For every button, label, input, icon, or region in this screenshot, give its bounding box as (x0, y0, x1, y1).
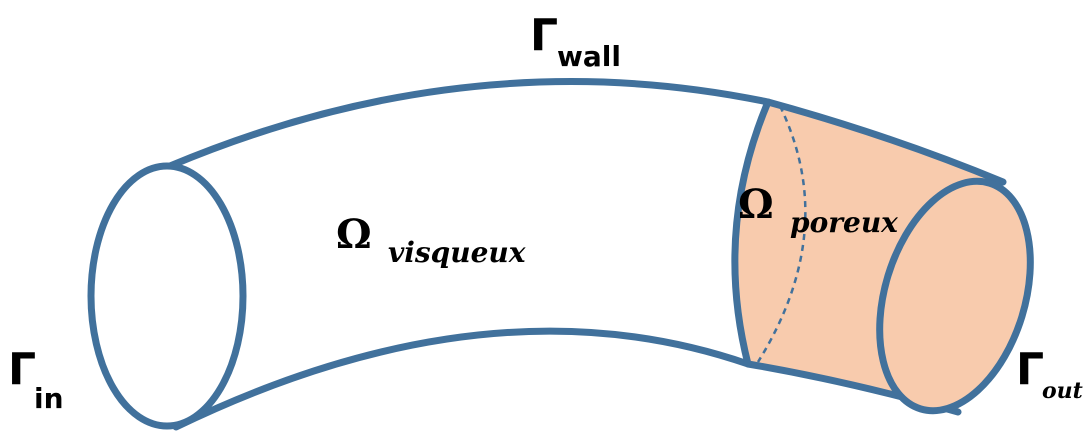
omega-visqueux-symbol: Ω (336, 211, 372, 258)
wall-boundary-top (166, 78, 1007, 186)
omega-poreux-subscript: poreux (790, 206, 898, 239)
gamma-wall-symbol: Γ (530, 10, 558, 61)
gamma-in-subscript: in (34, 382, 64, 415)
interface-back-edge (756, 105, 807, 363)
gamma-in-symbol: Γ (8, 344, 36, 395)
omega-poreux-symbol: Ω (738, 181, 774, 228)
outlet-boundary (876, 177, 1034, 415)
gamma-out-subscript: out (1042, 378, 1083, 404)
interface-front-edge (731, 98, 772, 368)
gamma-wall-subscript: wall (557, 40, 621, 73)
gamma-out-symbol: Γ (1016, 344, 1044, 395)
omega-visqueux-subscript: visqueux (388, 236, 526, 269)
inlet-boundary (87, 162, 247, 430)
wall-boundary-bottom (172, 327, 962, 431)
